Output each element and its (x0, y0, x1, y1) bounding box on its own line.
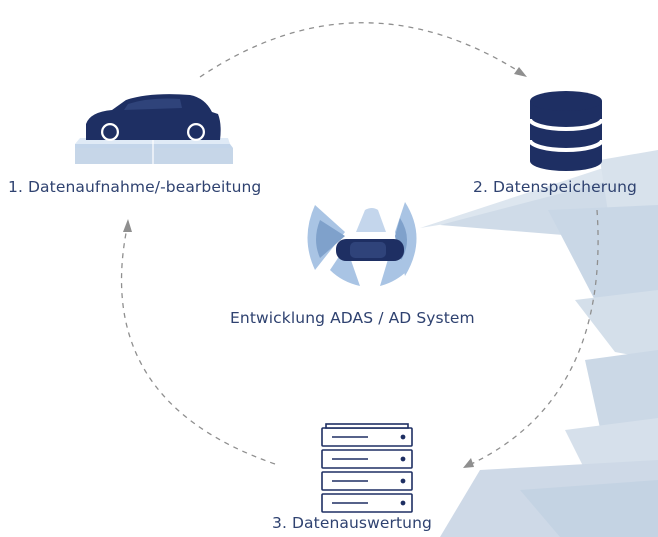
car-sensor-fields-icon (307, 202, 417, 286)
background-wedge (585, 350, 658, 428)
step1-label: 1. Datenaufnahme/-bearbeitung (8, 178, 262, 196)
arrowheads (123, 67, 527, 468)
step2-label: 2. Datenspeicherung (473, 178, 637, 196)
arrowhead-icon (514, 67, 527, 77)
step3-label: 3. Datenauswertung (272, 514, 432, 532)
arrowhead-icon (123, 219, 132, 232)
background-wedge (548, 205, 658, 318)
car-on-platform-icon (75, 94, 233, 164)
database-icon (528, 91, 604, 171)
arrowhead-icon (463, 458, 474, 468)
background-wedge (420, 150, 658, 228)
server-rack-icon (321, 423, 413, 513)
cycle-arrows (120, 22, 599, 467)
background-shapes (420, 150, 658, 537)
arrow-step3-to-step1 (120, 222, 276, 465)
arrow-step2-to-step3 (466, 209, 599, 467)
background-wedge (575, 290, 658, 360)
background-wedge (520, 480, 658, 537)
arrow-step1-to-step2 (199, 22, 524, 78)
center-label: Entwicklung ADAS / AD System (230, 309, 475, 327)
